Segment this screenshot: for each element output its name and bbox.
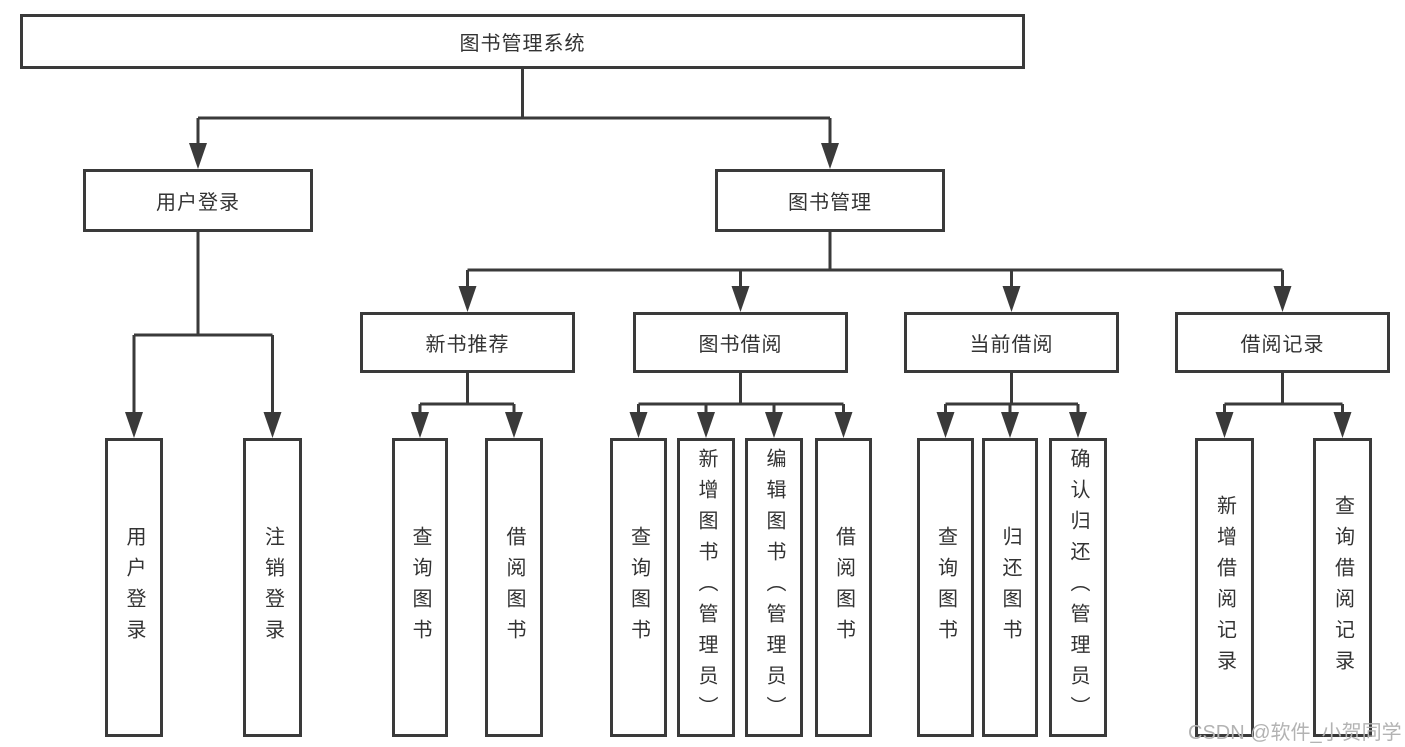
leaf-borrow-books-recommend-label: 借阅图书 <box>503 525 525 650</box>
leaf-borrow-books: 借阅图书 <box>815 438 872 737</box>
node-book-management: 图书管理 <box>715 169 945 232</box>
leaf-return-book: 归还图书 <box>982 438 1038 737</box>
leaf-borrow-books-recommend: 借阅图书 <box>485 438 543 737</box>
node-user-login-label: 用户登录 <box>156 192 240 214</box>
arrow-icon <box>731 286 750 312</box>
node-new-book-recommend: 新书推荐 <box>360 312 575 373</box>
leaf-confirm-return-admin: 确认归还（管理员） <box>1049 438 1107 737</box>
leaf-query-books-current: 查询图书 <box>917 438 974 737</box>
leaf-add-borrow-record: 新增借阅记录 <box>1195 438 1254 737</box>
leaf-query-books-recommend-label: 查询图书 <box>409 525 431 650</box>
leaf-logout-label: 注销登录 <box>261 525 284 650</box>
arrow-icon <box>411 412 429 438</box>
node-book-management-label: 图书管理 <box>788 192 872 214</box>
node-new-book-recommend-label: 新书推荐 <box>425 334 510 356</box>
arrow-icon <box>125 412 143 438</box>
leaf-query-books-current-label: 查询图书 <box>934 525 957 650</box>
node-current-borrowing-label: 当前借阅 <box>969 334 1054 356</box>
arrow-icon <box>1273 286 1292 312</box>
node-borrowing-records-label: 借阅记录 <box>1240 334 1325 356</box>
node-book-borrowing-label: 图书借阅 <box>698 334 783 356</box>
leaf-user-login: 用户登录 <box>105 438 163 737</box>
node-current-borrowing: 当前借阅 <box>904 312 1119 373</box>
arrow-icon <box>821 143 839 169</box>
leaf-query-borrow-record-label: 查询借阅记录 <box>1331 494 1354 681</box>
arrow-icon <box>1333 412 1352 438</box>
arrow-icon <box>263 412 282 438</box>
leaf-query-books-borrow-label: 查询图书 <box>627 525 650 650</box>
arrow-icon <box>936 412 955 438</box>
leaf-edit-book-admin: 编辑图书（管理员） <box>745 438 803 737</box>
leaf-add-book-admin: 新增图书（管理员） <box>677 438 735 737</box>
arrow-icon <box>458 286 477 312</box>
leaf-add-borrow-record-label: 新增借阅记录 <box>1213 494 1236 681</box>
arrow-icon <box>1069 412 1087 438</box>
arrow-icon <box>629 412 648 438</box>
arrow-icon <box>189 143 207 169</box>
node-book-borrowing: 图书借阅 <box>633 312 848 373</box>
arrowheads <box>125 143 1352 438</box>
watermark: CSDN @软件_小贺同学 <box>1188 722 1402 744</box>
arrow-icon <box>1002 286 1021 312</box>
arrow-icon <box>834 412 853 438</box>
arrow-icon <box>1001 412 1019 438</box>
leaf-query-books-recommend: 查询图书 <box>392 438 448 737</box>
arrow-icon <box>697 412 715 438</box>
leaf-query-books-borrow: 查询图书 <box>610 438 667 737</box>
arrow-icon <box>1215 412 1234 438</box>
node-user-login: 用户登录 <box>83 169 313 232</box>
leaf-edit-book-admin-label: 编辑图书（管理员） <box>763 448 785 727</box>
leaf-query-borrow-record: 查询借阅记录 <box>1313 438 1372 737</box>
leaf-add-book-admin-label: 新增图书（管理员） <box>695 448 717 727</box>
arrow-icon <box>765 412 783 438</box>
node-root-label: 图书管理系统 <box>459 33 586 55</box>
leaf-return-book-label: 归还图书 <box>999 525 1021 650</box>
connector-path <box>132 69 1344 414</box>
leaf-logout: 注销登录 <box>243 438 302 737</box>
arrow-icon <box>505 412 523 438</box>
leaf-confirm-return-admin-label: 确认归还（管理员） <box>1067 448 1089 727</box>
node-root: 图书管理系统 <box>20 14 1025 69</box>
node-borrowing-records: 借阅记录 <box>1175 312 1390 373</box>
leaf-user-login-label: 用户登录 <box>123 525 145 650</box>
leaf-borrow-books-label: 借阅图书 <box>832 525 855 650</box>
